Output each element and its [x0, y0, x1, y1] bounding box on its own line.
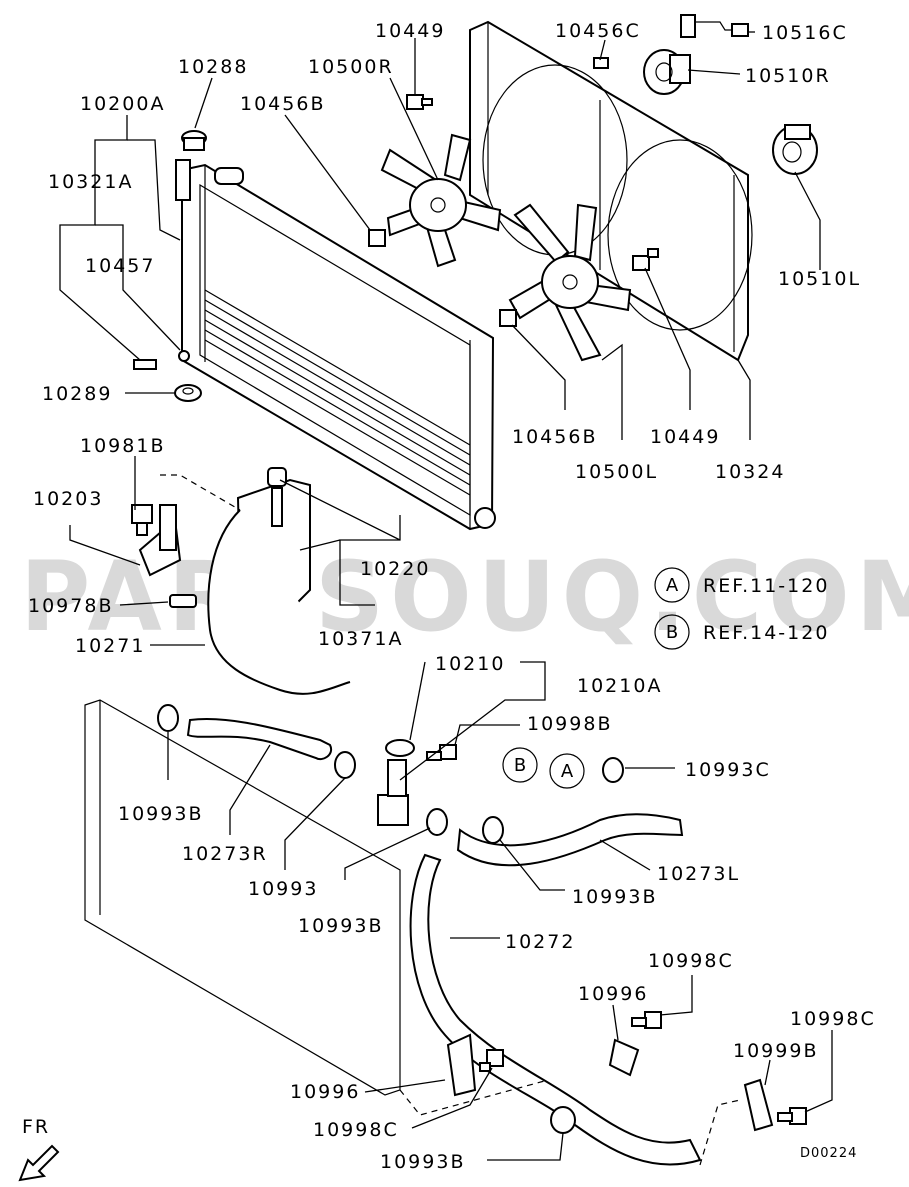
label-10510R[interactable]: 10510R — [745, 65, 831, 87]
label-10289[interactable]: 10289 — [42, 383, 112, 405]
hose-bracket-far[interactable] — [743, 1078, 774, 1132]
hose-bracket-left[interactable] — [446, 1033, 477, 1097]
label-10998C-top[interactable]: 10998C — [648, 950, 734, 972]
fitting-bolt[interactable] — [426, 744, 457, 761]
drain-plug[interactable] — [133, 350, 190, 370]
hose-clamp-mid[interactable] — [426, 808, 448, 836]
radiator-upper-tank — [175, 159, 191, 201]
reference-b[interactable]: B REF.14-120 — [654, 614, 829, 650]
svg-text:B: B — [514, 755, 526, 776]
leader-lines — [59, 31, 833, 1166]
tank-clip[interactable] — [169, 594, 197, 608]
label-10271[interactable]: 10271 — [75, 635, 145, 657]
label-10510L[interactable]: 10510L — [778, 268, 861, 290]
hose-clamp-c[interactable] — [602, 757, 624, 783]
hose-clamp-bottom[interactable] — [550, 1106, 576, 1134]
label-10999B[interactable]: 10999B — [733, 1040, 818, 1062]
direction-label: FR — [22, 1116, 50, 1138]
ref-callout-b: B — [502, 747, 538, 783]
label-10993B-left[interactable]: 10993B — [118, 803, 203, 825]
label-10449-mid[interactable]: 10449 — [650, 426, 720, 448]
label-10981B[interactable]: 10981B — [80, 435, 165, 457]
fan-blade-left[interactable] — [508, 203, 632, 362]
label-10273R[interactable]: 10273R — [182, 843, 268, 865]
fan-nut-lower[interactable] — [499, 309, 517, 327]
label-10996-left[interactable]: 10996 — [290, 1081, 360, 1103]
label-10371A[interactable]: 10371A — [318, 628, 403, 650]
mount-cushion-lower[interactable] — [174, 384, 202, 402]
label-10500L[interactable]: 10500L — [575, 461, 658, 483]
radiator-core[interactable] — [175, 159, 496, 531]
bracket-bolt[interactable] — [131, 504, 153, 536]
reserve-tank-bracket[interactable] — [138, 504, 182, 577]
bracket-bolt-right[interactable] — [631, 1011, 662, 1029]
label-10516C[interactable]: 10516C — [762, 22, 848, 44]
shroud-bolt-upper[interactable] — [406, 94, 433, 110]
label-10996-right[interactable]: 10996 — [578, 983, 648, 1005]
fan-blade-right[interactable] — [380, 133, 502, 268]
label-10449-top[interactable]: 10449 — [375, 20, 445, 42]
upper-radiator-hose[interactable] — [186, 718, 333, 761]
label-10993B-bottom[interactable]: 10993B — [380, 1151, 465, 1173]
label-10456C[interactable]: 10456C — [555, 20, 641, 42]
bracket-bolt-left[interactable] — [479, 1049, 504, 1072]
hose-clamp-upper[interactable] — [334, 751, 356, 779]
label-10220[interactable]: 10220 — [360, 558, 430, 580]
label-10321A[interactable]: 10321A — [48, 171, 133, 193]
radiator-upper-inlet — [214, 167, 244, 185]
hose-clamp-b[interactable] — [482, 816, 504, 844]
label-10998C-far[interactable]: 10998C — [790, 1008, 876, 1030]
label-10324[interactable]: 10324 — [715, 461, 785, 483]
clip[interactable] — [593, 57, 609, 69]
label-10210[interactable]: 10210 — [435, 653, 505, 675]
shroud-bolt-lower[interactable] — [632, 248, 659, 271]
reference-a[interactable]: A REF.11-120 — [654, 567, 829, 603]
label-10272[interactable]: 10272 — [505, 931, 575, 953]
ref-callout-a: A — [549, 753, 585, 789]
diagram-code: D00224 — [800, 1146, 857, 1161]
label-10998C-bottom[interactable]: 10998C — [313, 1119, 399, 1141]
svg-text:B: B — [666, 622, 678, 643]
label-10998B[interactable]: 10998B — [527, 713, 612, 735]
front-arrow-icon — [18, 1144, 60, 1182]
label-10993C[interactable]: 10993C — [685, 759, 771, 781]
svg-text:REF.14-120: REF.14-120 — [703, 622, 829, 644]
radiator-drain-plug — [474, 507, 496, 529]
label-10210A[interactable]: 10210A — [577, 675, 662, 697]
label-10456B-top[interactable]: 10456B — [240, 93, 325, 115]
lower-radiator-hose[interactable] — [409, 853, 702, 1166]
fan-nut-upper[interactable] — [368, 229, 386, 247]
label-10288[interactable]: 10288 — [178, 56, 248, 78]
overflow-hose[interactable] — [207, 509, 351, 695]
label-10200A[interactable]: 10200A — [80, 93, 165, 115]
hose-bracket-right[interactable] — [608, 1038, 640, 1077]
fan-motor-left[interactable] — [772, 124, 818, 175]
label-10993B-right[interactable]: 10993B — [572, 886, 657, 908]
reference-legend: A REF.11-120 B REF.14-120 — [654, 567, 829, 650]
label-10273L[interactable]: 10273L — [657, 863, 740, 885]
svg-text:A: A — [561, 761, 574, 782]
front-direction-indicator: FR — [18, 1116, 60, 1182]
label-10978B[interactable]: 10978B — [28, 595, 113, 617]
wiring-connector[interactable] — [680, 14, 749, 38]
label-10457[interactable]: 10457 — [85, 255, 155, 277]
hose-clamp-left[interactable] — [157, 704, 179, 732]
part-labels: 10449 10456C 10516C 10288 10500R 10510R … — [28, 20, 876, 1173]
heater-hose-left[interactable] — [456, 813, 684, 867]
bracket-bolt-far[interactable] — [777, 1107, 807, 1125]
svg-text:REF.11-120: REF.11-120 — [703, 575, 829, 597]
label-10993B-mid[interactable]: 10993B — [298, 915, 383, 937]
svg-text:A: A — [666, 575, 679, 596]
water-outlet-fitting[interactable] — [377, 739, 415, 826]
label-10456B-mid[interactable]: 10456B — [512, 426, 597, 448]
label-10203[interactable]: 10203 — [33, 488, 103, 510]
fan-motor-right[interactable] — [643, 49, 691, 95]
label-10993[interactable]: 10993 — [248, 878, 318, 900]
label-10500R[interactable]: 10500R — [308, 56, 394, 78]
reserve-tank-cap[interactable] — [267, 467, 287, 487]
mount-cushion-upper[interactable] — [181, 130, 207, 151]
